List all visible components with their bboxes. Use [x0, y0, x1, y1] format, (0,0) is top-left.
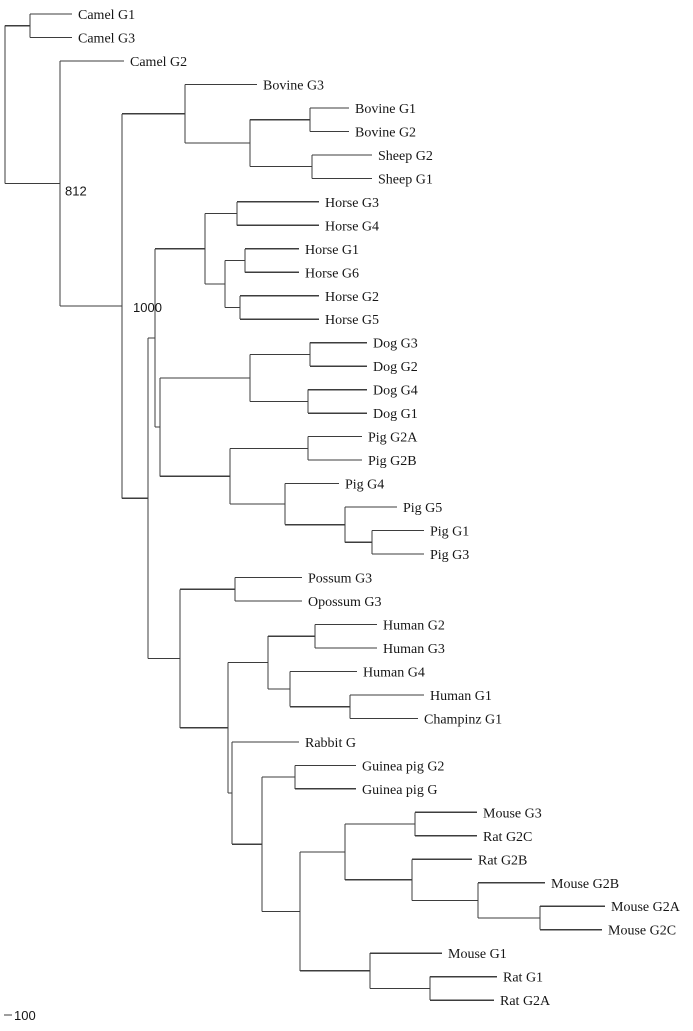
leaf-label: Opossum G3	[308, 595, 382, 610]
leaf-label: Bovine G2	[355, 125, 416, 140]
leaf-label: Human G1	[430, 689, 492, 704]
leaf-label: Mouse G2C	[608, 924, 676, 939]
leaf-label: Dog G2	[373, 360, 418, 375]
support-value: 812	[65, 183, 87, 198]
leaf-label: Mouse G1	[448, 947, 507, 962]
leaf-label: Human G2	[383, 618, 445, 633]
leaf-label: Pig G5	[403, 501, 442, 516]
leaf-label: Pig G1	[430, 525, 469, 540]
leaf-label: Guinea pig G2	[362, 759, 444, 774]
leaf-label: Horse G6	[305, 266, 359, 281]
leaf-label: Dog G4	[373, 384, 418, 399]
leaf-label: Horse G3	[325, 196, 379, 211]
leaf-label: Sheep G1	[378, 172, 433, 187]
leaf-label: Sheep G2	[378, 149, 433, 164]
leaf-label: Mouse G2B	[551, 877, 619, 892]
leaf-label: Mouse G3	[483, 806, 542, 821]
leaf-label: Rabbit G	[305, 736, 356, 751]
leaf-label: Horse G2	[325, 290, 379, 305]
leaf-label: Dog G3	[373, 337, 418, 352]
support-value: 1000	[133, 300, 162, 315]
leaf-label: Bovine G3	[263, 78, 324, 93]
leaf-label: Rat G2B	[478, 853, 527, 868]
leaf-label: Rat G1	[503, 971, 543, 986]
leaf-label: Rat G2A	[500, 994, 551, 1009]
leaf-label: Bovine G1	[355, 102, 416, 117]
leaf-label: Horse G4	[325, 219, 379, 234]
leaf-label: Dog G1	[373, 407, 418, 422]
leaf-label: Pig G2B	[368, 454, 417, 469]
leaf-label: Possum G3	[308, 572, 372, 587]
leaf-label: Guinea pig G	[362, 783, 437, 798]
leaf-label: Human G4	[363, 665, 425, 680]
leaf-label: Pig G3	[430, 548, 469, 563]
leaf-label: Pig G2A	[368, 431, 418, 446]
leaf-label: Rat G2C	[483, 830, 532, 845]
leaf-label: Mouse G2A	[611, 900, 681, 915]
scale-bar-label: 100	[14, 1008, 36, 1023]
leaf-label: Camel G3	[78, 31, 135, 46]
leaf-label: Horse G5	[325, 313, 379, 328]
leaf-label: Champinz G1	[424, 712, 502, 727]
leaf-label: Camel G2	[130, 55, 187, 70]
leaf-label: Pig G4	[345, 478, 384, 493]
leaf-label: Human G3	[383, 642, 445, 657]
leaf-label: Horse G1	[305, 243, 359, 258]
leaf-label: Camel G1	[78, 8, 135, 23]
